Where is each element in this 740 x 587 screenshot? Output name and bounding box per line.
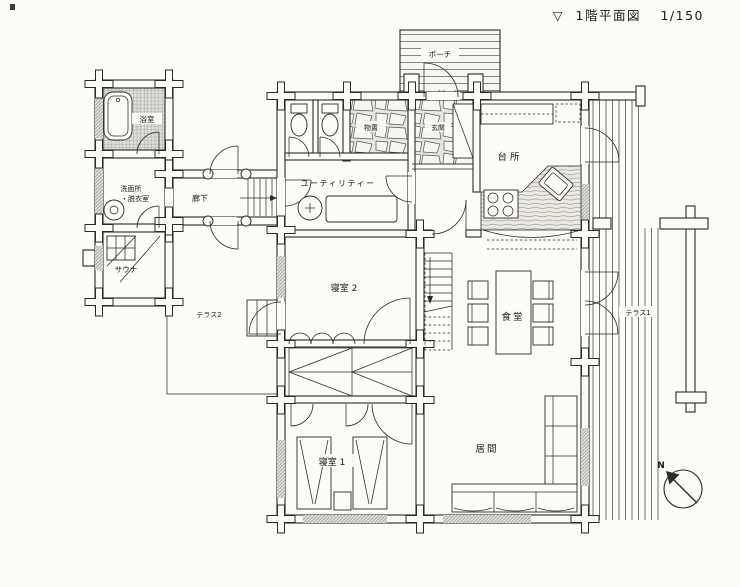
utility-fixtures [297, 195, 398, 223]
label-bedroom1: 寝室 1 [319, 456, 346, 468]
kitchen-terrace-door [584, 127, 620, 163]
toilet1-tank [290, 103, 308, 114]
bedroom2-room-door [363, 297, 411, 345]
corridor-steps [240, 179, 277, 216]
wc2-door [319, 136, 341, 158]
toilet2-bowl [321, 113, 339, 137]
label-bath: 浴室 [140, 114, 155, 124]
corridor-log-posts [202, 168, 252, 227]
dining-terrace-french-doors [584, 271, 619, 335]
corridor-terrace2-door [209, 220, 239, 250]
bedroom1-furniture [296, 436, 388, 511]
terrace1-railing [588, 85, 709, 413]
doors [136, 62, 620, 445]
north-arrow-head [666, 471, 680, 485]
hall-dining-door [431, 199, 467, 235]
window-kitchen-east [581, 184, 589, 220]
dining-furniture [467, 270, 554, 355]
label-bedroom2: 寝室 2 [331, 282, 358, 294]
counter-front-curve [482, 229, 582, 238]
bedroom2-terrace-door [248, 301, 282, 335]
label-storage: 物置 [364, 123, 378, 132]
dining-chairs [467, 280, 554, 346]
toilet1-bowl [290, 113, 308, 137]
drawing-title: ▽ 1階平面図 1/150 [553, 8, 704, 23]
corner-sink [538, 166, 574, 202]
utility-counter [325, 195, 398, 223]
label-dining: 食堂 [501, 311, 524, 323]
porch-entrance-door [423, 62, 459, 98]
window-bedroom1-west [277, 440, 285, 498]
washroom-sauna-door [136, 205, 160, 229]
label-terrace1: テラス1 [625, 309, 650, 317]
entrance-fixtures [412, 103, 474, 170]
terrace2 [166, 299, 278, 395]
label-entrance: 玄関 [431, 123, 445, 132]
title-marker: ▽ [553, 8, 564, 23]
terrace2-outline [166, 306, 277, 395]
room-labels: ポーチ 浴室 洗面所 ・脱衣室 廊下 サウナ 物置 玄関 ユーティリティー 台所… [115, 48, 657, 468]
label-sauna: サウナ [115, 265, 138, 274]
compass-circle [663, 469, 703, 509]
stairs [423, 252, 453, 351]
label-porch: ポーチ [429, 50, 452, 59]
label-terrace2: テラス2 [196, 311, 221, 319]
annex-window-sauna [95, 246, 103, 270]
title-name: 1階平面図 [576, 8, 641, 23]
terrace2-steps [246, 299, 278, 337]
wc-fixtures [290, 103, 339, 137]
bedroom1-room-door [371, 403, 413, 445]
refrigerator [555, 103, 581, 123]
north-label: N [657, 461, 665, 471]
title-scale: 1/150 [660, 8, 704, 23]
label-washroom-2: ・脱衣室 [121, 194, 149, 203]
terrace1 [588, 85, 709, 520]
scan-artifact [10, 4, 15, 10]
window-living-south [443, 515, 531, 523]
nightstand [333, 491, 352, 511]
window-bedroom2-west [277, 256, 285, 298]
label-corridor: 廊下 [192, 193, 208, 203]
bath-washroom-door [136, 131, 160, 155]
bed2 [352, 436, 388, 510]
dining-table [495, 270, 532, 355]
utility-east-door [385, 175, 413, 203]
wash-basin [103, 199, 125, 221]
terrace1-deck-boards [592, 92, 659, 520]
annex-log-stub [82, 249, 96, 267]
corridor-north-door [209, 145, 239, 175]
window-living-east [581, 428, 589, 486]
closets [288, 347, 413, 397]
bath-fixtures [103, 91, 133, 141]
label-washroom-1: 洗面所 [121, 184, 142, 193]
window-bedroom1-south [303, 515, 387, 523]
toilet2-tank [321, 103, 339, 114]
living-sofa [451, 395, 578, 513]
washroom-fixtures [103, 199, 125, 221]
bedroom1-closet-doors [290, 403, 369, 427]
annex-window-bath [95, 98, 103, 138]
north-compass: N [657, 461, 703, 509]
label-kitchen: 台所 [497, 151, 522, 163]
annex-window-washroom [95, 164, 103, 214]
label-living: 居間 [475, 444, 498, 455]
wc1-door [288, 136, 310, 158]
bedroom2-closet-bifold-doors [288, 332, 356, 345]
north-arrow-shaft [672, 478, 698, 504]
bed1 [296, 436, 332, 510]
sauna-fixtures [106, 235, 161, 283]
label-utility: ユーティリティー [300, 179, 375, 188]
kitchen-fixtures [480, 103, 582, 250]
